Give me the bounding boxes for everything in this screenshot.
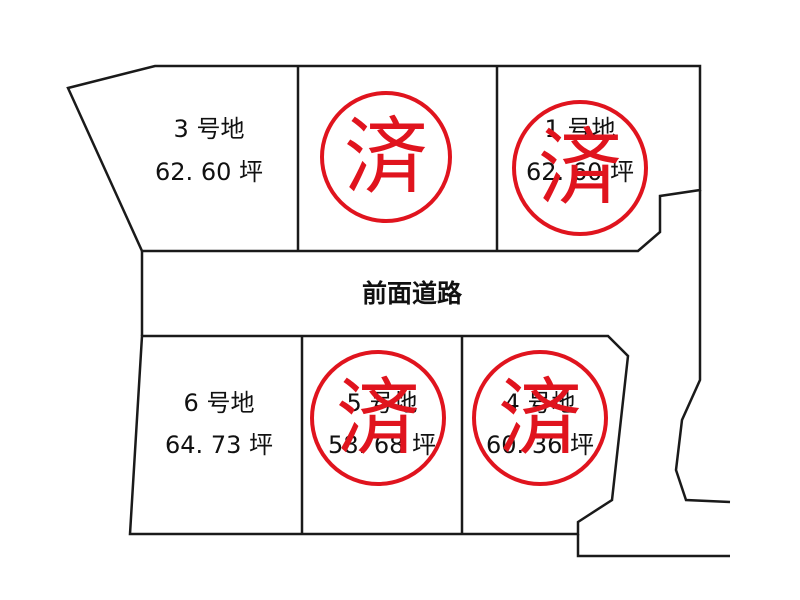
lot-name: 4 号地 — [505, 389, 576, 417]
lower-block-outline — [128, 334, 630, 536]
sold-stamp-lot-1: 済 — [512, 100, 648, 236]
lot-area: 62. 60 坪 — [155, 158, 263, 186]
sold-stamp-lot-2: 済 — [320, 91, 452, 223]
lot-name: 3 号地 — [174, 115, 245, 143]
stamp-char: 済 — [538, 119, 622, 217]
lot-area: 62. 60 坪 — [526, 158, 634, 186]
lot-name: 1 号地 — [545, 115, 616, 143]
side-street-edge — [674, 190, 731, 504]
bottom-street-edge — [576, 534, 730, 558]
stamp-circle — [512, 100, 648, 236]
stamp-circle — [320, 91, 452, 223]
sold-stamp-lot-4: 済 — [472, 350, 608, 486]
stamp-char: 済 — [336, 369, 420, 467]
upper-block-outline — [66, 64, 702, 253]
lot-area: 64. 73 坪 — [165, 431, 273, 459]
sold-stamp-lot-5: 済 — [310, 350, 446, 486]
lot-4: 4 号地 60. 36 坪 — [486, 389, 594, 459]
lot-6: 6 号地 64. 73 坪 — [165, 389, 273, 459]
lot-5: 5 号地 58. 68 坪 — [328, 389, 436, 459]
lot-3: 3 号地 62. 60 坪 — [155, 115, 263, 186]
lot-area: 58. 68 坪 — [328, 431, 436, 459]
lot-area: 60. 36 坪 — [486, 431, 594, 459]
stamp-circle — [310, 350, 446, 486]
stamp-circle — [472, 350, 608, 486]
lot-name: 6 号地 — [184, 389, 255, 417]
stamp-char: 済 — [344, 108, 428, 206]
lot-1: 1 号地 62. 60 坪 — [526, 115, 634, 186]
plan-outlines — [66, 64, 731, 558]
road-label: 前面道路 — [362, 279, 463, 308]
lot-name: 5 号地 — [347, 389, 418, 417]
stamp-char: 済 — [498, 369, 582, 467]
